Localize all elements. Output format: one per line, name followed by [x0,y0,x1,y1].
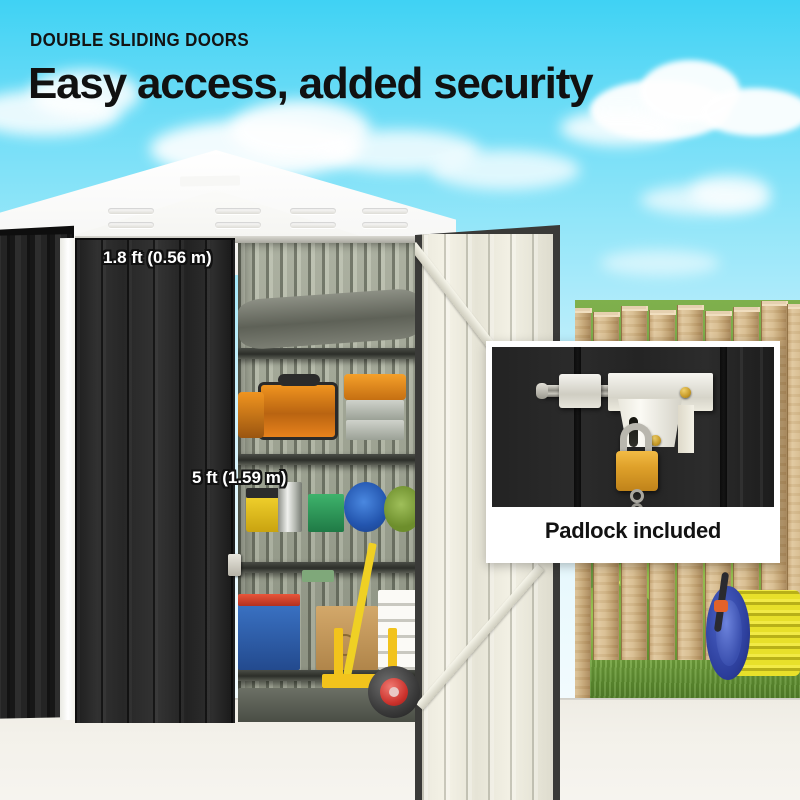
item-green-box [308,494,344,532]
sliding-door-handle[interactable] [228,554,241,576]
item-red-bin-lid [238,594,300,606]
dimension-label-width: 1.8 ft (0.56 m) [103,248,212,267]
dimension-label-height: 5 ft (1.59 m) [192,468,287,487]
padlock-caption: Padlock included [492,507,774,555]
item-dolly-rail [334,628,343,684]
padlock-photo [492,347,774,507]
item-orange-tool-case-stack [344,374,406,400]
padlock-body [616,451,658,491]
hasp-tab [678,405,694,453]
item-white-bucket-stack [378,590,422,670]
door-brace-lower [416,564,545,710]
item-toolbox-lid [246,488,288,498]
item-shelf-bracket [302,570,334,582]
eyebrow-text: DOUBLE SLIDING DOORS [30,30,250,50]
item-dolly-rail-2 [388,628,397,684]
garden-shed [0,150,590,800]
item-grey-storage-case-2 [346,420,404,440]
screw-icon [650,435,661,446]
padlock-shackle [620,423,652,463]
key-ring-icon [631,503,643,507]
padlock-callout: Padlock included [486,341,780,563]
item-grey-storage-case [346,400,404,420]
slide-bolt-knob [536,383,548,399]
slide-bolt-keeper [559,374,601,408]
roof-ridge-cap [179,175,241,187]
screw-icon [680,387,691,398]
garden-hose-reel [700,571,800,690]
sliding-door-rail [75,236,420,243]
item-power-tool [238,392,264,438]
page-title: Easy access, added security [28,59,594,108]
item-blue-storage-bin [238,600,300,670]
sliding-door-closed[interactable] [75,238,235,723]
item-tool-chest-handle [278,374,320,386]
item-blue-coiled-hose [344,482,388,532]
key-ring-icon [630,489,644,503]
hand-truck-wheel-hub [380,678,408,706]
item-metal-paint-can [278,482,302,532]
shed-interior [238,242,422,722]
item-orange-black-tool-chest [258,382,338,440]
